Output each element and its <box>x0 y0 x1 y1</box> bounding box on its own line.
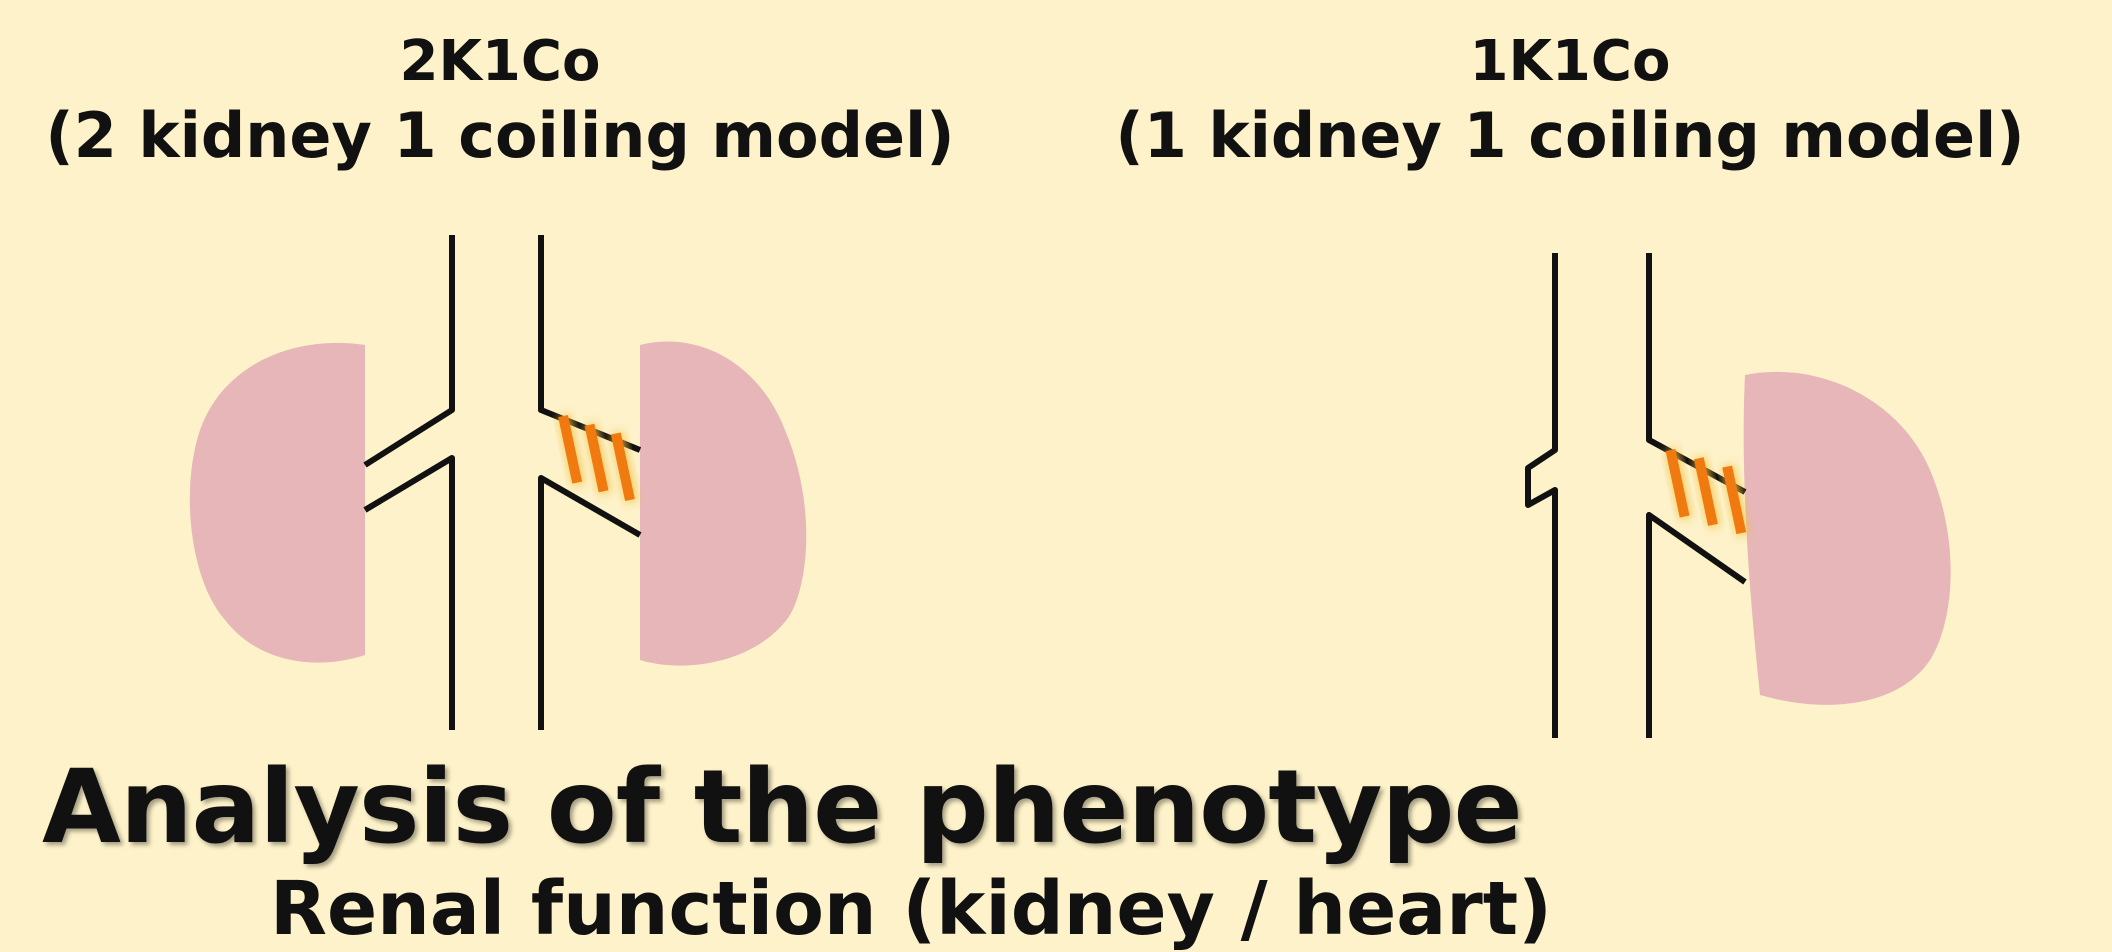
aorta-left-wall-lower <box>365 458 452 730</box>
aorta-right-wall <box>541 235 640 450</box>
main-heading: Analysis of the phenotype <box>42 748 1522 867</box>
aorta-right-wall-lower <box>541 478 640 730</box>
aorta-left-wall <box>1528 253 1555 738</box>
aorta-right-wall-lower <box>1649 515 1745 738</box>
model-1k1co-diagram <box>1528 253 1951 738</box>
sub-heading: Renal function (kidney / heart) <box>270 866 1552 952</box>
remaining-kidney <box>1744 372 1951 705</box>
left-kidney <box>190 343 365 663</box>
coil <box>1666 438 1749 547</box>
model-2k1co-diagram <box>190 235 806 730</box>
aorta-right-wall <box>1649 253 1745 492</box>
aorta-left-wall <box>365 235 452 465</box>
right-kidney <box>640 342 806 666</box>
